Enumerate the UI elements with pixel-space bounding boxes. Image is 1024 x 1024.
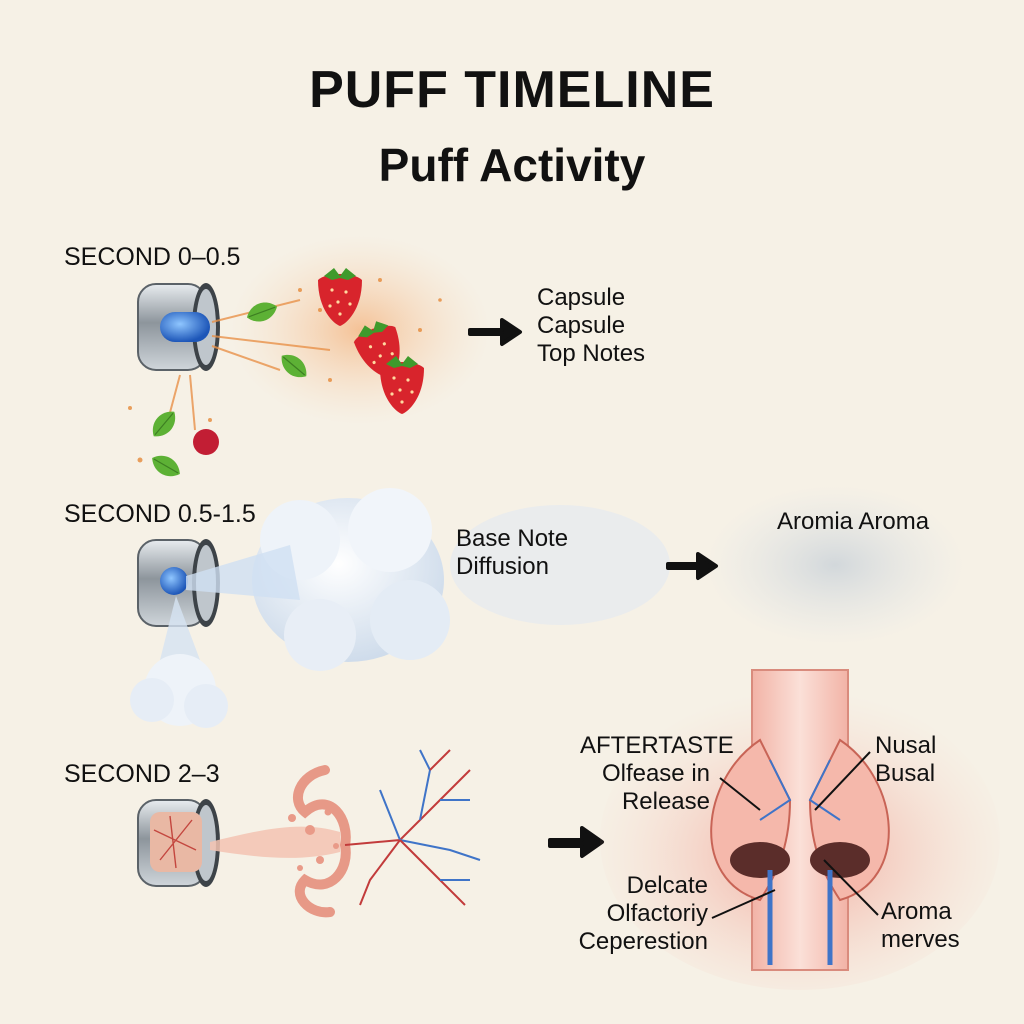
step-3-label: SECOND 2–3 bbox=[64, 760, 220, 788]
vapor-cloud-icon bbox=[130, 654, 228, 728]
aroma-haze bbox=[705, 485, 965, 645]
mint-leaf-icon bbox=[147, 449, 185, 483]
capsule-icon bbox=[137, 283, 220, 371]
vapor-stream bbox=[186, 545, 300, 600]
flavor-stream bbox=[210, 826, 340, 858]
vapor-stream bbox=[160, 596, 200, 660]
nose-cross-section-icon bbox=[710, 669, 890, 971]
page-subtitle: Puff Activity bbox=[378, 139, 646, 191]
step-1-note: Capsule Capsule Top Notes bbox=[537, 284, 646, 367]
step-3-note-aroma-nerves: Aroma merves bbox=[881, 898, 960, 953]
arrow-right-icon bbox=[666, 552, 718, 580]
capsule-icon bbox=[137, 799, 220, 887]
flavor-droplets bbox=[288, 808, 339, 871]
step-2-note-aroma: Aromia Aroma bbox=[777, 508, 930, 535]
mint-leaf-icon bbox=[146, 405, 182, 443]
vapor-cloud-icon bbox=[252, 488, 450, 671]
vapor-haze bbox=[450, 505, 670, 625]
berry-icon bbox=[193, 429, 219, 455]
step-3-note-delicate: Delcate Olfactoriy Ceperestion bbox=[578, 872, 708, 955]
page-title: PUFF TIMELINE bbox=[309, 61, 715, 119]
step-2-note-diffusion: Base Note Diffusion bbox=[456, 525, 569, 580]
step-1-label: SECOND 0–0.5 bbox=[64, 243, 241, 271]
step-2-label: SECOND 0.5-1.5 bbox=[64, 500, 256, 528]
label-leader-lines bbox=[711, 751, 879, 919]
arrow-right-icon bbox=[548, 826, 604, 858]
arrow-right-icon bbox=[468, 318, 522, 346]
step-3-note-nusal: Nusal Busal bbox=[875, 732, 937, 787]
capsule-icon bbox=[137, 539, 220, 627]
aroma-mist bbox=[230, 235, 490, 425]
nerve-network bbox=[344, 749, 481, 906]
step-3-note-aftertaste: AFTERTASTE Olfease in Release bbox=[580, 732, 734, 815]
